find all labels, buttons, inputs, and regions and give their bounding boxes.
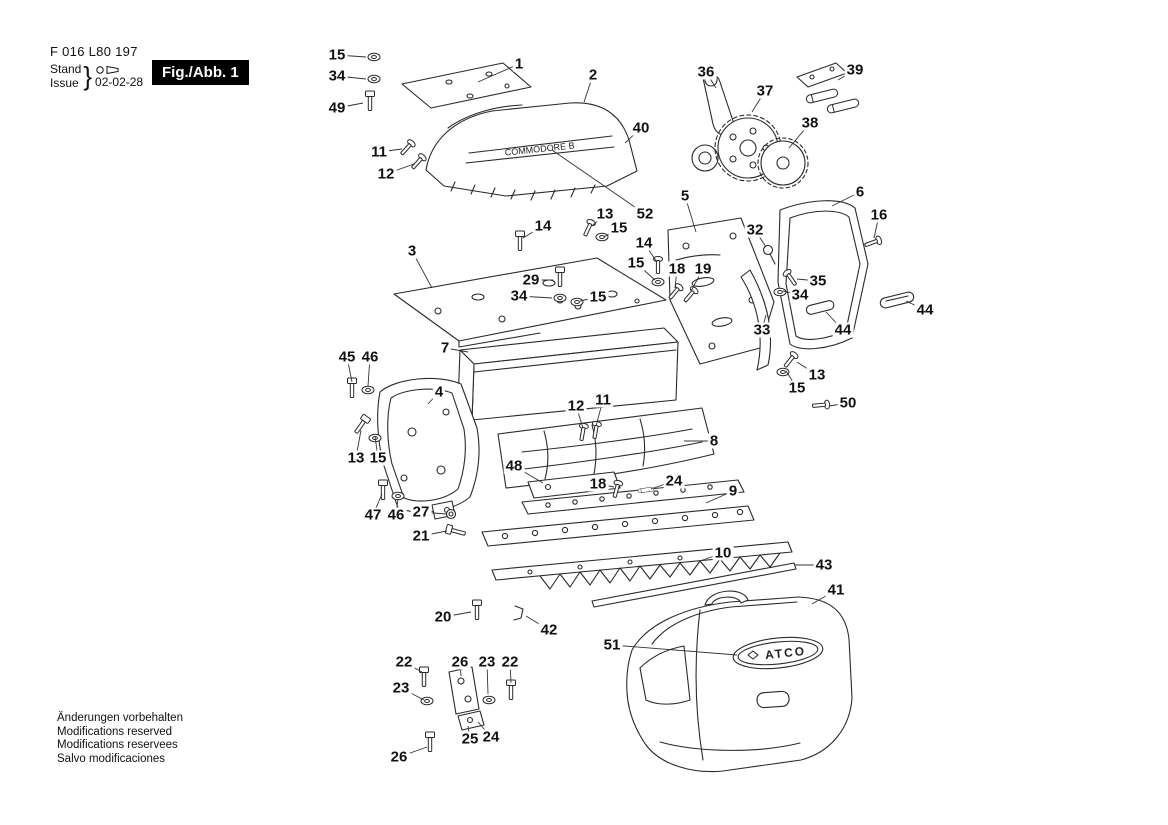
projection-symbol-icon [96, 65, 119, 74]
part-deck-plate [393, 257, 667, 348]
note-en: Modifications reserved [57, 725, 173, 738]
note-de: Änderungen vorbehalten [57, 712, 183, 724]
footer-notes: Änderungen vorbehalten Modifications res… [57, 712, 183, 766]
part-sprocket-assembly [691, 73, 809, 189]
part-number: F 016 L80 197 [50, 44, 138, 59]
part-top-plate [401, 62, 532, 109]
part-bushes [879, 291, 915, 309]
title-block: F 016 L80 197 Stand Issue } 02-02-28 [50, 44, 143, 90]
part-tray [457, 327, 679, 421]
part-right-cover [777, 200, 869, 350]
part-grass-box: ATCO [626, 590, 853, 773]
issue-label: Issue [50, 76, 79, 90]
part-small-hardware [445, 244, 776, 520]
note-es: Salvo modificaciones [57, 752, 166, 765]
grassbox-brand-text: ATCO [764, 644, 806, 662]
part-serrated-strip [491, 541, 793, 590]
part-left-side-plate [377, 377, 480, 520]
issue-date: 02-02-28 [95, 74, 144, 89]
brace-glyph: } [83, 61, 93, 91]
part-clip [513, 605, 524, 621]
part-curved-strip [740, 269, 772, 371]
part-engine-cover: COMMODORE B [425, 102, 638, 201]
part-lower-brackets [448, 666, 485, 731]
stand-label: Stand [50, 62, 82, 76]
note-fr: Modifications reservees [57, 739, 178, 751]
part-thin-strip [591, 562, 797, 608]
part-pin-bracket [796, 62, 848, 88]
figure-label: Fig./Abb. 1 [152, 60, 249, 85]
